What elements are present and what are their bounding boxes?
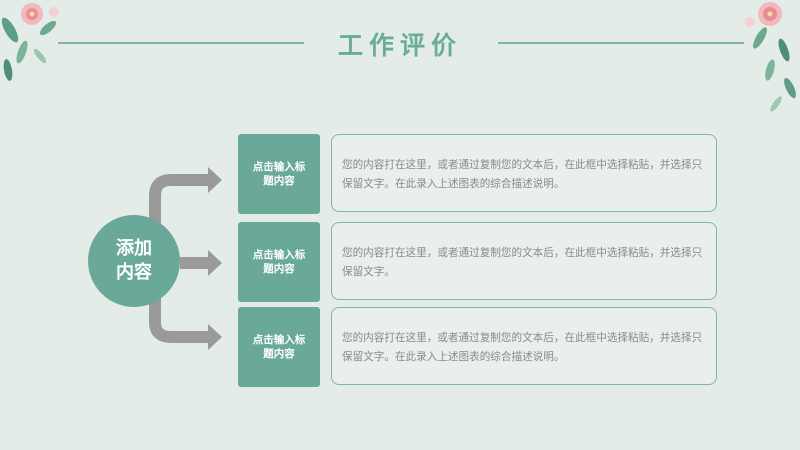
hub-circle[interactable]: 添加内容 [88,215,180,307]
title-box-1[interactable]: 点击输入标题内容 [238,134,320,214]
title-box-label: 点击输入标题内容 [252,334,306,360]
connector-bottom [149,295,208,343]
title-divider-right [498,42,744,44]
arrow-head-bottom [208,324,222,350]
content-text: 您的内容打在这里，或者通过复制您的文本后，在此框中选择粘贴，并选择只保留文字。 [342,247,703,278]
hub-label: 添加内容 [116,238,152,283]
title-box-3[interactable]: 点击输入标题内容 [238,307,320,387]
content-box-2[interactable]: 您的内容打在这里，或者通过复制您的文本后，在此框中选择粘贴，并选择只保留文字。 [331,222,717,300]
connector-top [149,174,208,228]
floral-corner-icon [1,3,59,81]
content-box-3[interactable]: 您的内容打在这里，或者通过复制您的文本后，在此框中选择粘贴，并选择只保留文字。在… [331,307,717,385]
title-box-label: 点击输入标题内容 [252,249,306,275]
title-divider-left [58,42,304,44]
title-box-label: 点击输入标题内容 [252,161,306,187]
arrow-head-top [208,167,222,193]
title-box-2[interactable]: 点击输入标题内容 [238,222,320,302]
page-title: 工作评价 [337,31,462,60]
content-text: 您的内容打在这里，或者通过复制您的文本后，在此框中选择粘贴，并选择只保留文字。在… [342,332,703,363]
content-text: 您的内容打在这里，或者通过复制您的文本后，在此框中选择粘贴，并选择只保留文字。在… [342,159,703,190]
arrow-head-middle [208,250,222,276]
floral-corner-icon [745,2,796,112]
content-box-1[interactable]: 您的内容打在这里，或者通过复制您的文本后，在此框中选择粘贴，并选择只保留文字。在… [331,134,717,212]
